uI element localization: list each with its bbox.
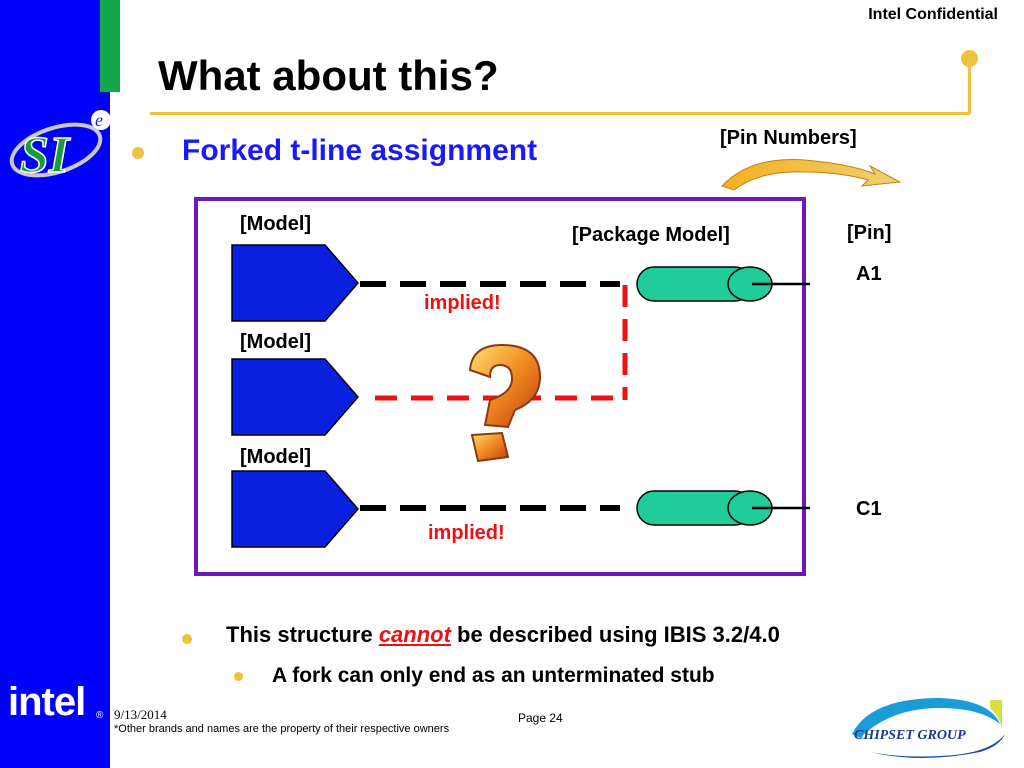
pin-header-label: [Pin]: [847, 222, 892, 244]
si-logo: SI e: [9, 110, 111, 185]
intel-logo: intel: [8, 680, 86, 724]
bullet-dot: [132, 147, 144, 159]
bullet-structure-suffix: be described using IBIS 3.2/4.0: [450, 622, 780, 647]
model-label-3: [Model]: [240, 446, 312, 468]
sub-bullet-dot: [234, 672, 243, 681]
page-title: What about this?: [158, 52, 499, 99]
sub-bullet-text: A fork can only end as an unterminated s…: [272, 664, 715, 687]
si-logo-text: SI: [20, 127, 71, 184]
chipset-group-text: CHIPSET GROUP: [854, 728, 966, 743]
footer-date: 9/13/2014: [114, 707, 167, 722]
chipset-group-logo: CHIPSET GROUP: [852, 698, 1005, 758]
fork-diagram: [194, 197, 810, 576]
si-logo-e: e: [95, 110, 103, 130]
package-cylinder-bottom: [636, 490, 773, 526]
pin-a1-label: A1: [856, 263, 882, 285]
package-model-label: [Package Model]: [572, 224, 730, 246]
green-accent-strip: [100, 0, 120, 92]
bullet-dot: [182, 634, 192, 644]
bullet-structure-text: This structure cannot be described using…: [226, 622, 780, 648]
title-dot: [961, 50, 978, 67]
question-mark-icon: [468, 343, 542, 463]
model-block-3: [231, 470, 359, 548]
model-label-1: [Model]: [240, 213, 312, 235]
model-label-2: [Model]: [240, 331, 312, 353]
curved-arrow-icon: [721, 159, 902, 191]
intel-registered-mark: ®: [96, 710, 104, 721]
bullet-structure-emphasis: cannot: [378, 622, 451, 647]
implied-label-bottom: implied!: [428, 522, 505, 544]
title-underline: [150, 112, 970, 115]
title-vertical-line: [968, 64, 971, 114]
diagram-frame: [194, 197, 806, 576]
bullet-heading: Forked t-line assignment: [182, 134, 538, 167]
model-block-1: [231, 244, 359, 322]
package-cylinder-top: [636, 266, 773, 302]
pin-c1-label: C1: [856, 498, 882, 520]
footer-note: *Other brands and names are the property…: [114, 723, 450, 735]
page-number: Page 24: [518, 711, 563, 725]
confidential-label: Intel Confidential: [868, 6, 998, 23]
bullet-structure-prefix: This structure: [226, 622, 379, 647]
implied-label-top: implied!: [424, 292, 501, 314]
model-block-2: [231, 358, 359, 436]
pin-numbers-label: [Pin Numbers]: [720, 127, 857, 149]
